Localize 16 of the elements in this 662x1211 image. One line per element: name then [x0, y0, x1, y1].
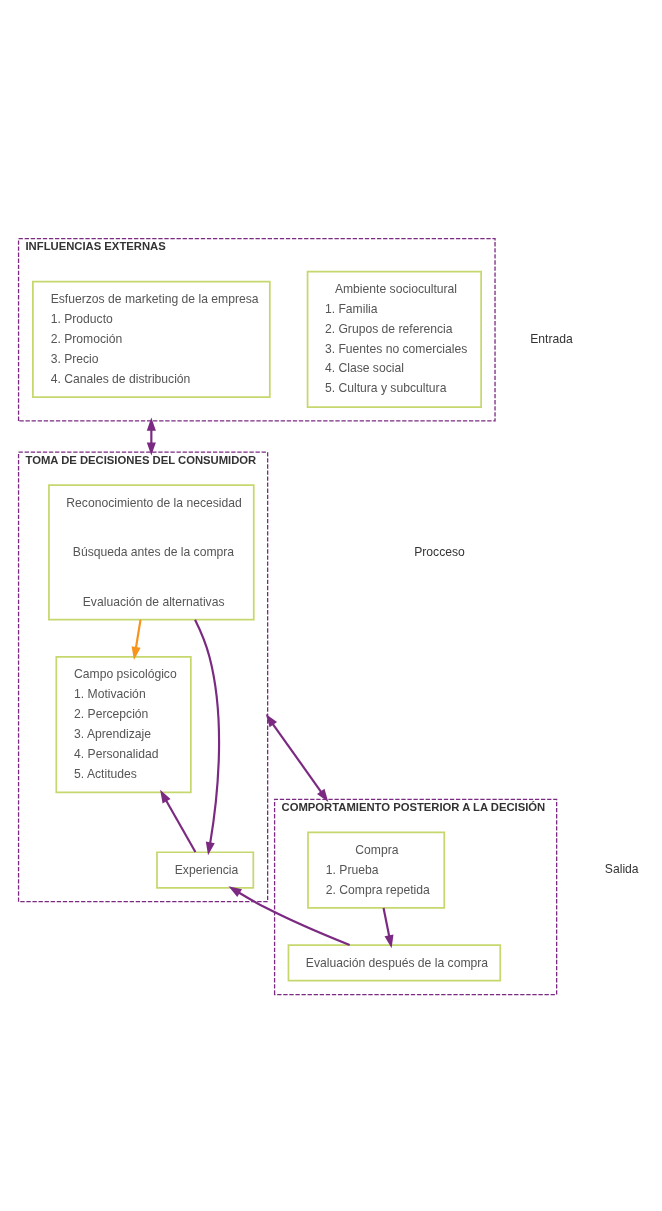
label: Entrada	[530, 331, 573, 346]
node-box: Ambiente sociocultural 1. Familia 2. Grupos de referencia 3. Fuentes no comerciales 4. Clase social 5. Cultura y subcultura	[306, 270, 482, 408]
label: Procceso	[414, 544, 465, 559]
node-box: Compra 1. Prueba 2. Compra repetida	[307, 831, 446, 909]
label: Salida	[604, 862, 639, 877]
node-box: Evaluación después de la compra	[287, 944, 502, 982]
node-box: Reconocimiento de la necesidad Búsqueda antes de la compra Evaluación de alternativas	[48, 484, 255, 621]
arrow	[194, 619, 221, 856]
arrow	[160, 789, 197, 853]
arrow	[382, 907, 394, 949]
arrow	[228, 886, 351, 947]
arrow	[131, 619, 142, 660]
node-box: Esfuerzos de marketing de la empresa 1. Producto 2. Promoción 3. Precio 4. Canales de distribución	[32, 280, 271, 398]
arrow	[265, 714, 329, 802]
node-box: Experiencia	[156, 851, 255, 889]
node-box: Campo psicológico 1. Motivación 2. Percepción 3. Aprendizaje 4. Personalidad 5. Actitudes	[55, 656, 192, 794]
